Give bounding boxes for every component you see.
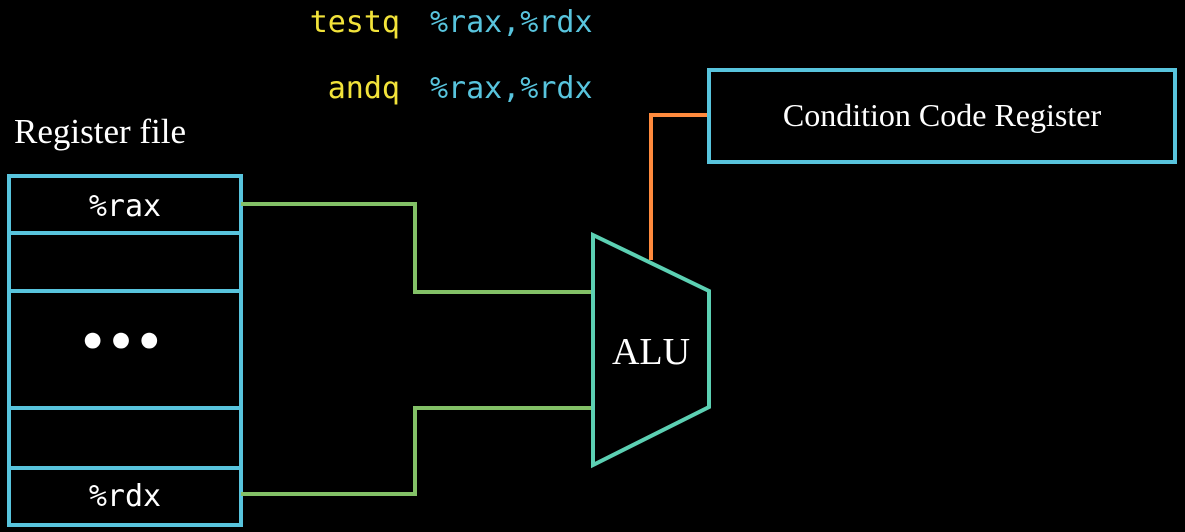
condition-code-register: Condition Code Register (707, 68, 1177, 164)
instruction-list: testq %rax,%rdx andq %rax,%rdx (310, 5, 593, 106)
alu-shape (591, 231, 711, 469)
alu-label: ALU (612, 331, 690, 373)
register-rdx: %rdx (89, 479, 161, 514)
rax-to-alu-wire (241, 202, 591, 294)
instruction-mnemonic: andq (328, 71, 400, 106)
alu: ALU (591, 231, 711, 469)
register-rax: %rax (89, 189, 161, 224)
ccr-box (707, 68, 1177, 164)
ccr-label: Condition Code Register (783, 97, 1102, 133)
instruction-mnemonic: testq (310, 5, 400, 40)
instruction-operands: %rax,%rdx (430, 71, 593, 106)
rdx-to-alu-wire (241, 406, 591, 496)
register-file: %rax ••• %rdx (7, 174, 243, 527)
register-file-label: Register file (14, 112, 186, 151)
alu-to-ccr-wire (649, 113, 709, 260)
register-ellipsis: ••• (83, 308, 168, 373)
register-file-outline (7, 174, 243, 527)
instruction-operands: %rax,%rdx (430, 5, 593, 40)
